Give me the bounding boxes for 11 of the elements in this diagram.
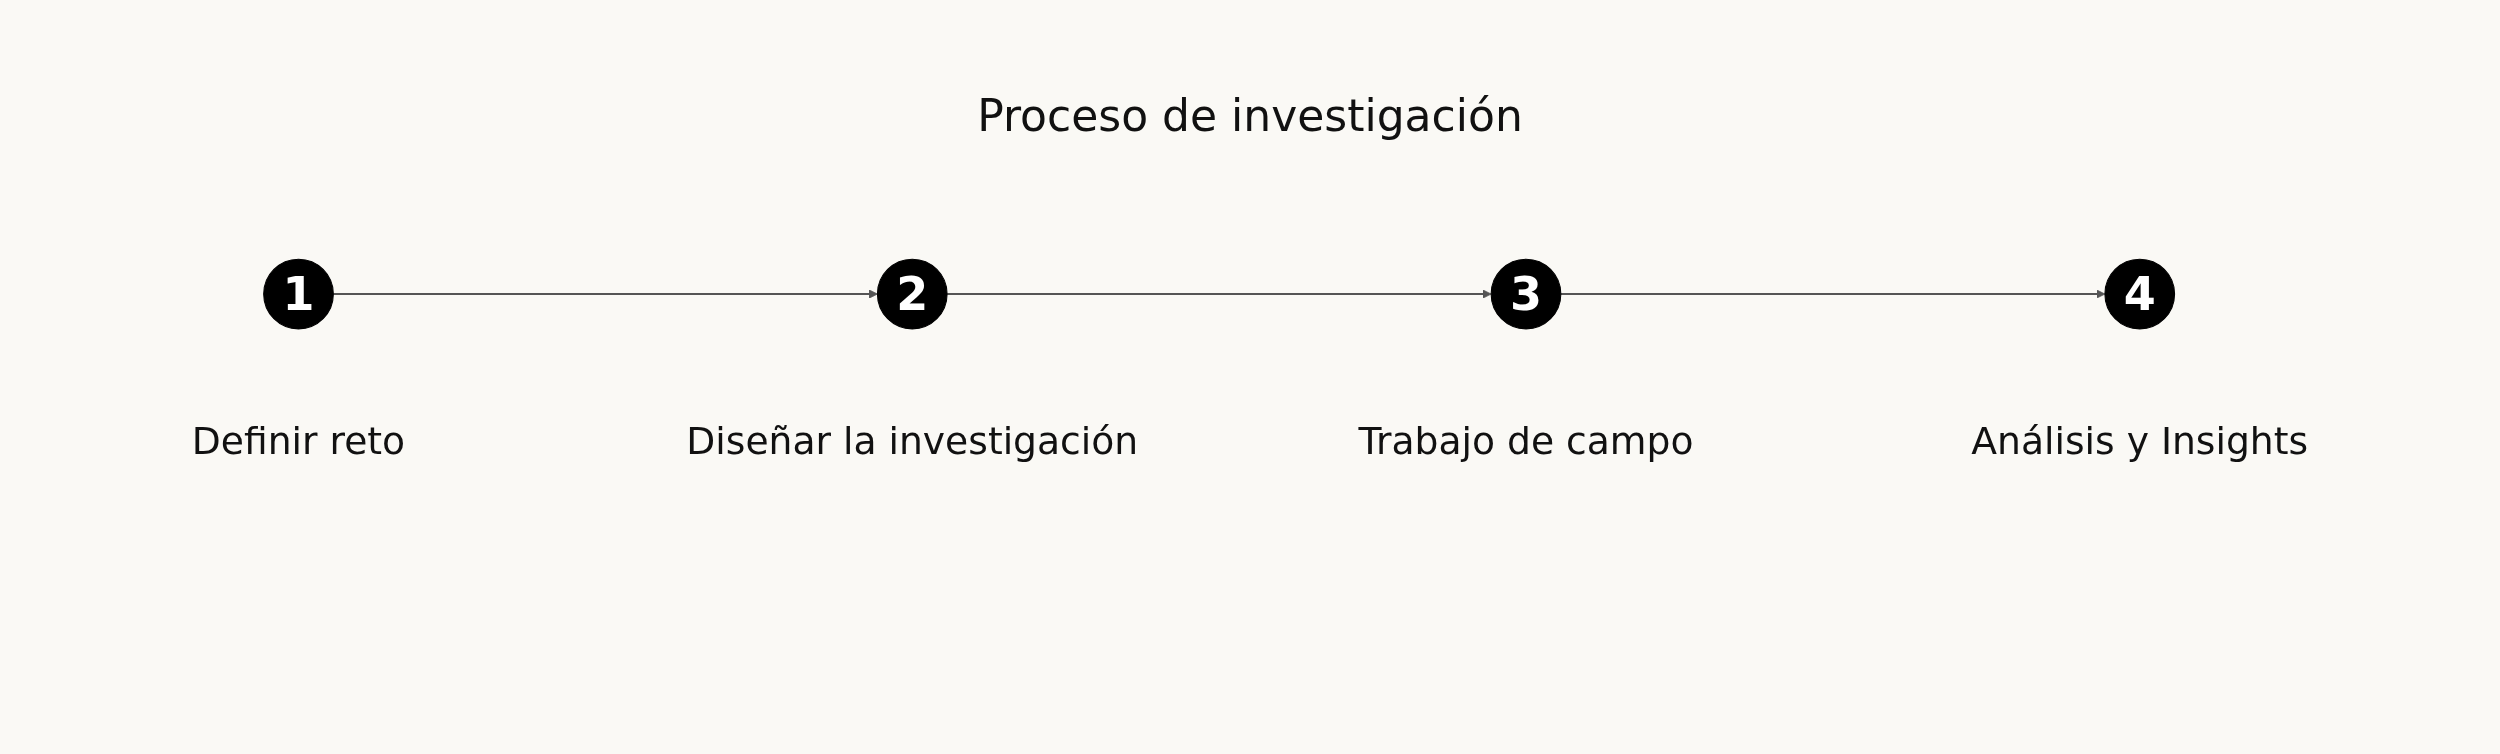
step-circle: 3 (1490, 258, 1562, 330)
step-label: Trabajo de campo (1358, 419, 1694, 464)
arrow (333, 289, 878, 299)
diagram-title: Proceso de investigación (976, 90, 1524, 141)
step-label: Definir reto (191, 419, 406, 464)
step-label: Análisis y Insights (1971, 419, 2309, 464)
arrow (947, 289, 1492, 299)
step-circle: 4 (2104, 258, 2176, 330)
step-circle: 1 (263, 258, 334, 330)
step-circle: 2 (876, 258, 948, 330)
step-label: Diseñar la investigación (686, 419, 1139, 464)
